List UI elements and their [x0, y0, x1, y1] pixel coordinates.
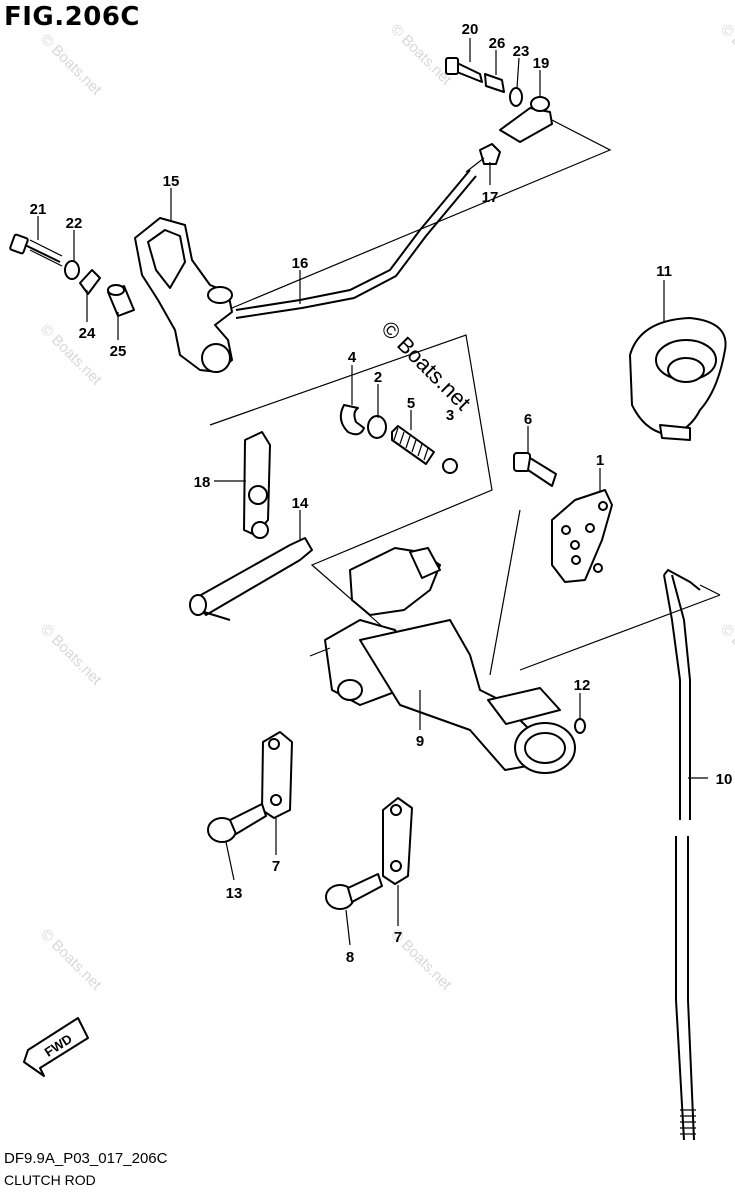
diagram-name: CLUTCH ROD: [4, 1172, 96, 1188]
parts-21-22-24-25: [9, 233, 135, 317]
figure-title: FIG.206C: [4, 2, 141, 32]
callout-11: 11: [656, 263, 672, 280]
reference-lines: [209, 117, 721, 676]
callout-17: 17: [482, 189, 499, 206]
callout-1: 1: [596, 452, 604, 469]
callout-3: 3: [446, 407, 454, 424]
callout-19: 19: [533, 55, 550, 72]
callout-12: 12: [574, 677, 591, 694]
callout-7: 7: [272, 858, 280, 875]
callout-14: 14: [292, 495, 309, 512]
callout-21: 21: [30, 201, 47, 218]
parts-7-8-13: [207, 731, 413, 910]
callout-26: 26: [489, 35, 506, 52]
part-19-rod-end: [445, 57, 553, 165]
watermark-center: © Boats.net: [376, 316, 475, 415]
watermark: © Boats.net: [37, 926, 105, 994]
part-15-lever: [134, 217, 233, 373]
callout-24: 24: [79, 325, 96, 342]
diagram-code: DF9.9A_P03_017_206C: [4, 1150, 168, 1167]
callout-16: 16: [292, 255, 309, 272]
callout-25: 25: [110, 343, 127, 360]
callout-10: 10: [716, 771, 733, 788]
part-18-bracket: [243, 431, 271, 539]
watermark: © Boats.net: [387, 21, 455, 89]
fwd-arrow-icon: FWD: [23, 1017, 89, 1077]
callout-6: 6: [524, 411, 532, 428]
callout-22: 22: [66, 215, 83, 232]
watermark: © Boats.net: [37, 31, 105, 99]
watermark: © Boats.net: [37, 621, 105, 689]
part-10-long-rod: [663, 568, 701, 1141]
parts-1-6: [513, 452, 613, 583]
watermark: © Boats.net: [717, 621, 735, 689]
callout-23: 23: [513, 43, 530, 60]
callout-7: 7: [394, 929, 402, 946]
callouts: 20 26 23 19 17 15 16 21 22 24 25 11 4 2 …: [30, 21, 733, 966]
watermark: © Boats.net: [717, 21, 735, 89]
callout-8: 8: [346, 949, 354, 966]
parts-2-3-4-5: [339, 404, 458, 474]
part-14-arm: [189, 537, 313, 621]
callout-5: 5: [407, 395, 415, 412]
callout-18: 18: [194, 474, 211, 491]
callout-13: 13: [226, 885, 243, 902]
leader-lines: [37, 38, 708, 946]
part-11-boot: [629, 317, 727, 441]
callout-9: 9: [416, 733, 424, 750]
callout-2: 2: [374, 369, 382, 386]
callout-4: 4: [348, 349, 357, 366]
callout-15: 15: [163, 173, 180, 190]
part-9-shaft: [309, 547, 586, 774]
part-16-clutch-rod: [235, 157, 485, 319]
callout-20: 20: [462, 21, 479, 38]
